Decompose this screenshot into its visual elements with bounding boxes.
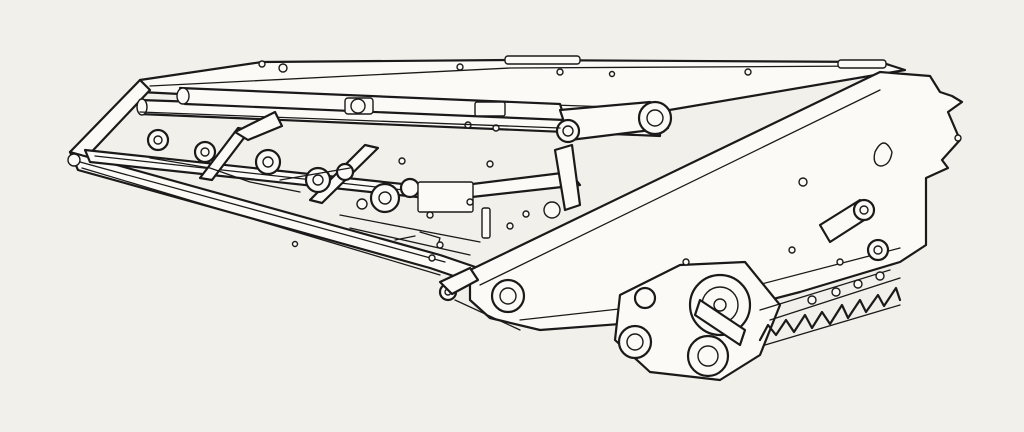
roller-tubes bbox=[136, 86, 673, 144]
internal-mechanism bbox=[146, 128, 561, 262]
lower-linkage bbox=[438, 266, 521, 331]
cutter-teeth bbox=[758, 271, 902, 346]
front-beam bbox=[67, 78, 492, 287]
drive-assembly bbox=[613, 198, 901, 382]
